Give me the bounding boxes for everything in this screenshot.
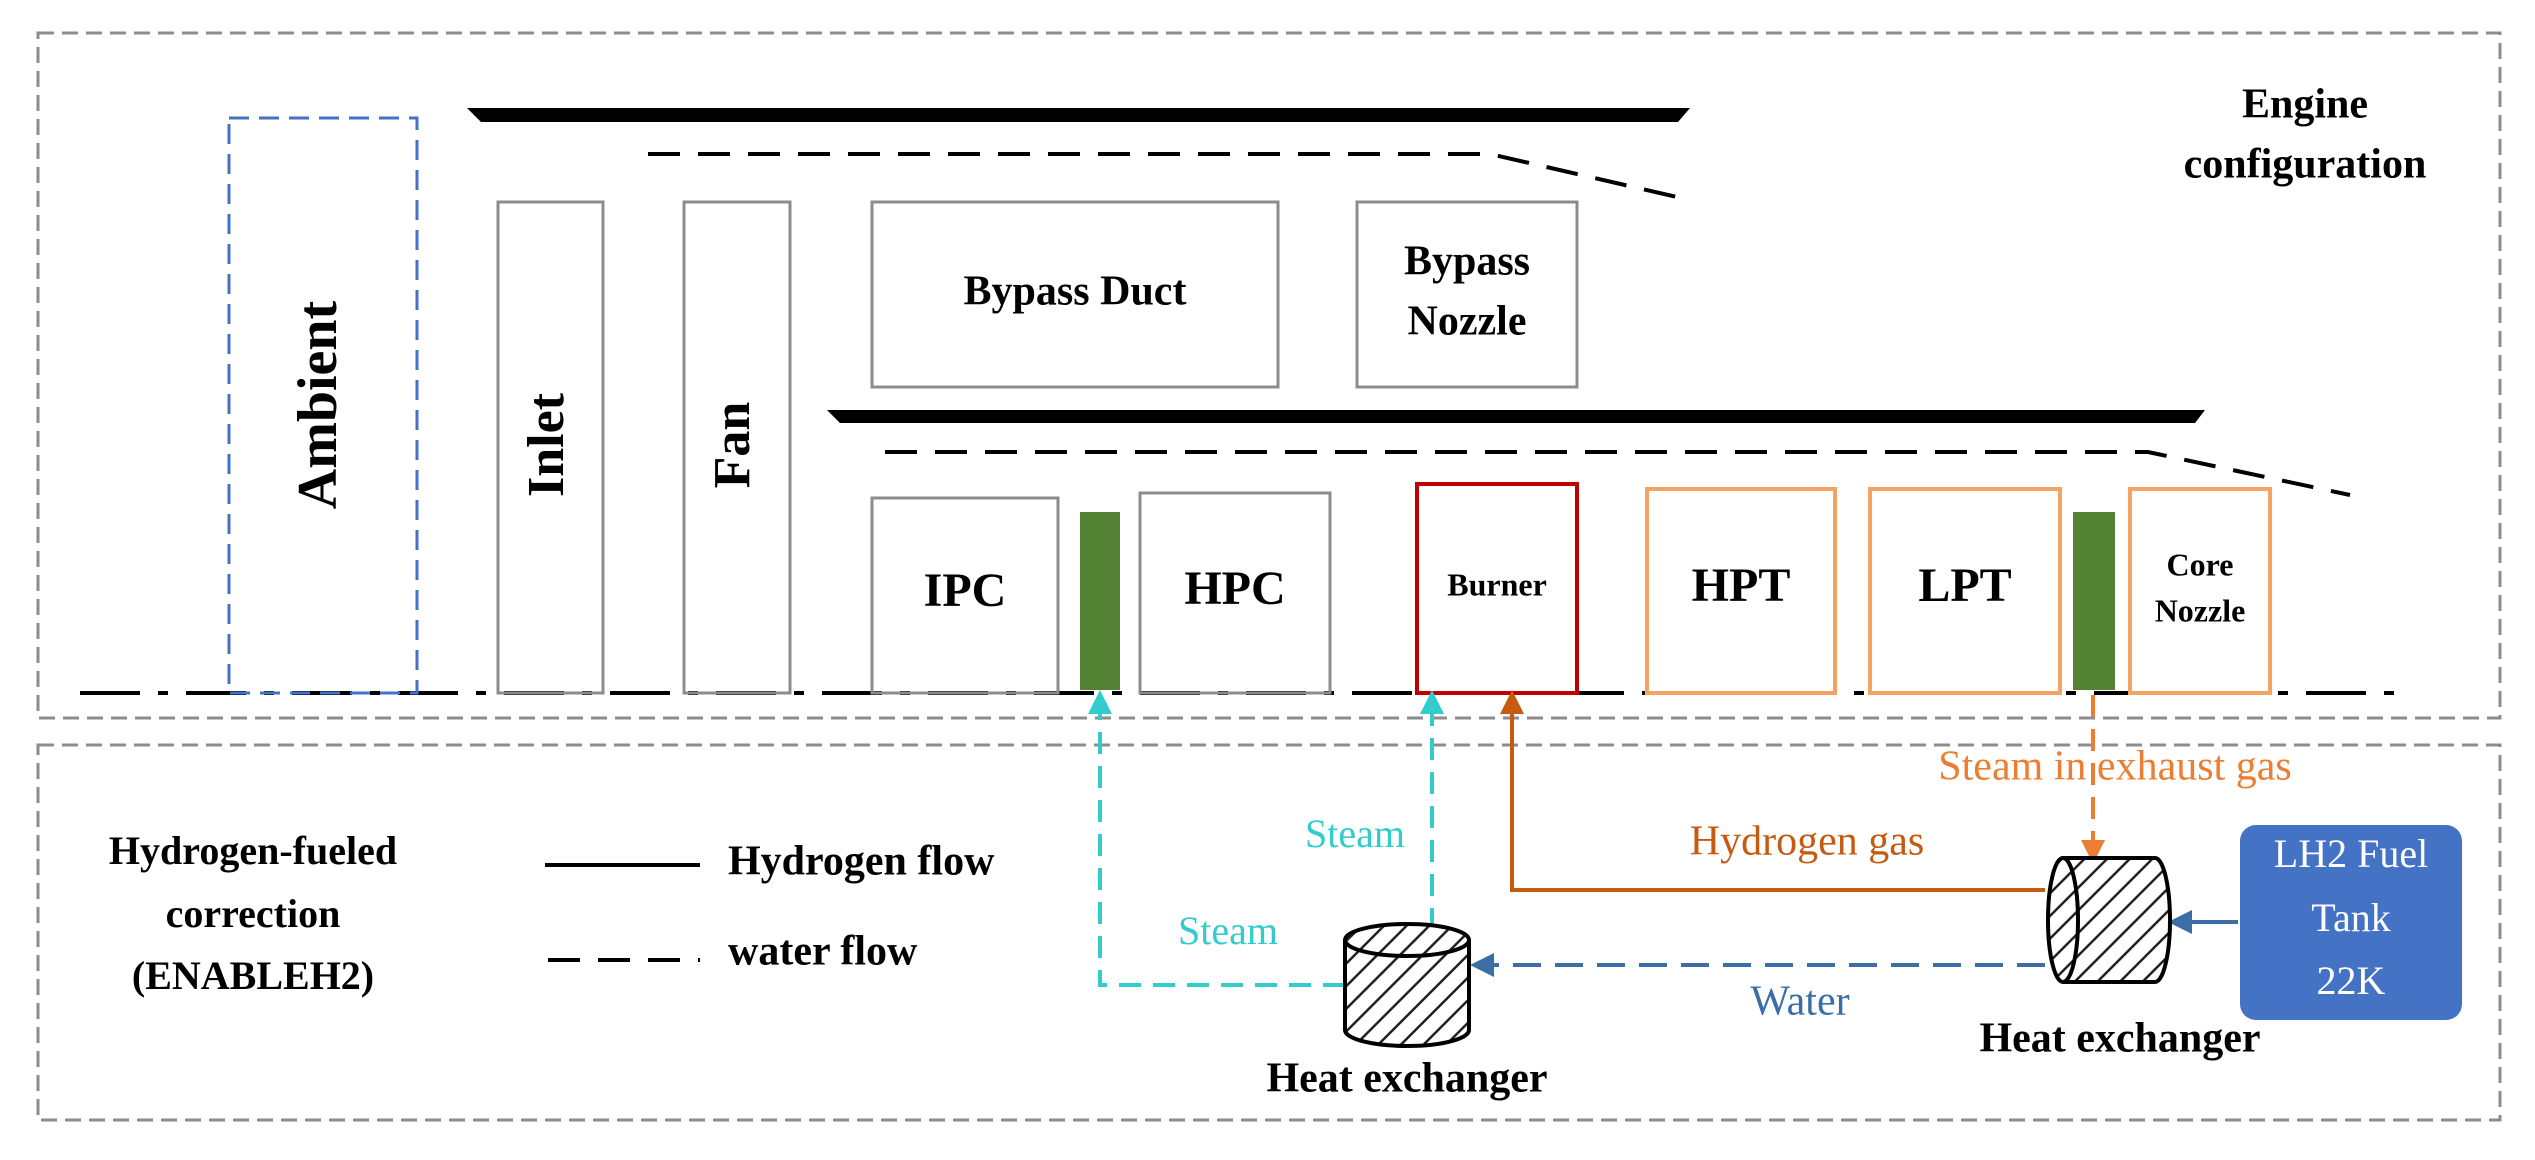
bypass-duct-box bbox=[870, 200, 1280, 389]
steam-line-to-hpc bbox=[1088, 690, 1345, 987]
ipc-box bbox=[870, 496, 1060, 695]
steam-upper-label: Steam bbox=[1305, 811, 1405, 856]
correction-frame bbox=[36, 743, 2502, 1122]
heat-exchanger-left-icon bbox=[1343, 922, 1471, 1048]
bypass-nozzle-label-line2: Nozzle bbox=[1408, 299, 1527, 345]
heat-exchanger-right-icon bbox=[2046, 856, 2172, 984]
heat-exchanger-left-label: Heat exchanger bbox=[1266, 1056, 1547, 1102]
core-nozzle-box bbox=[2128, 487, 2272, 695]
inlet-label: Inlet bbox=[518, 392, 575, 497]
steam-lower-label: Steam bbox=[1178, 908, 1278, 953]
engine-configuration-heading-line2: configuration bbox=[2184, 142, 2427, 188]
bypass-duct-label: Bypass Duct bbox=[964, 269, 1187, 315]
bypass-nozzle-label-line1: Bypass bbox=[1404, 239, 1530, 285]
bypass-nozzle-box bbox=[1355, 200, 1579, 389]
burner-label: Burner bbox=[1447, 566, 1547, 602]
correction-title-line2: correction bbox=[166, 891, 341, 936]
lpt-box bbox=[1868, 487, 2062, 695]
intercooler-block-left bbox=[1080, 512, 1120, 690]
engine-configuration-heading-line1: Engine bbox=[2242, 82, 2368, 128]
hydrogen-gas-label: Hydrogen gas bbox=[1690, 819, 1924, 865]
heat-exchanger-right-label: Heat exchanger bbox=[1979, 1016, 2260, 1062]
burner-box bbox=[1415, 482, 1579, 695]
core-nozzle-label-line1: Core bbox=[2167, 546, 2234, 582]
steam-exhaust-label: Steam in exhaust gas bbox=[1938, 744, 2291, 790]
tank-label-line1: LH2 Fuel bbox=[2274, 831, 2428, 876]
outer-casing bbox=[467, 108, 1690, 122]
fan-label: Fan bbox=[704, 402, 761, 489]
lpt-label: LPT bbox=[1918, 559, 2011, 612]
engine-configuration-frame bbox=[36, 31, 2502, 720]
tank-label-line3: 22K bbox=[2317, 958, 2386, 1003]
fan-box bbox=[682, 200, 792, 695]
correction-title-line1: Hydrogen-fueled bbox=[109, 828, 397, 873]
ambient-label: Ambient bbox=[287, 300, 349, 509]
legend-hydrogen-label: Hydrogen flow bbox=[728, 839, 995, 885]
inlet-box bbox=[496, 200, 605, 695]
water-label: Water bbox=[1750, 979, 1849, 1025]
hpt-label: HPT bbox=[1692, 559, 1791, 612]
hpc-box bbox=[1138, 491, 1332, 695]
lh2-fuel-tank bbox=[2240, 825, 2462, 1020]
hpt-box bbox=[1645, 487, 1837, 695]
hydrogen-gas-line bbox=[1500, 690, 2045, 892]
outer-water-duct bbox=[648, 152, 1691, 202]
core-water-duct bbox=[885, 450, 2351, 497]
ambient-box bbox=[227, 116, 419, 695]
correction-title-line3: (ENABLEH2) bbox=[132, 953, 374, 998]
core-casing bbox=[827, 410, 2205, 423]
tank-label-line2: Tank bbox=[2311, 895, 2390, 940]
ipc-label: IPC bbox=[924, 564, 1007, 617]
core-nozzle-label-line2: Nozzle bbox=[2155, 592, 2246, 628]
recuperator-block-right bbox=[2073, 512, 2115, 690]
hpc-label: HPC bbox=[1184, 562, 1285, 615]
legend-water-label: water flow bbox=[728, 929, 918, 975]
